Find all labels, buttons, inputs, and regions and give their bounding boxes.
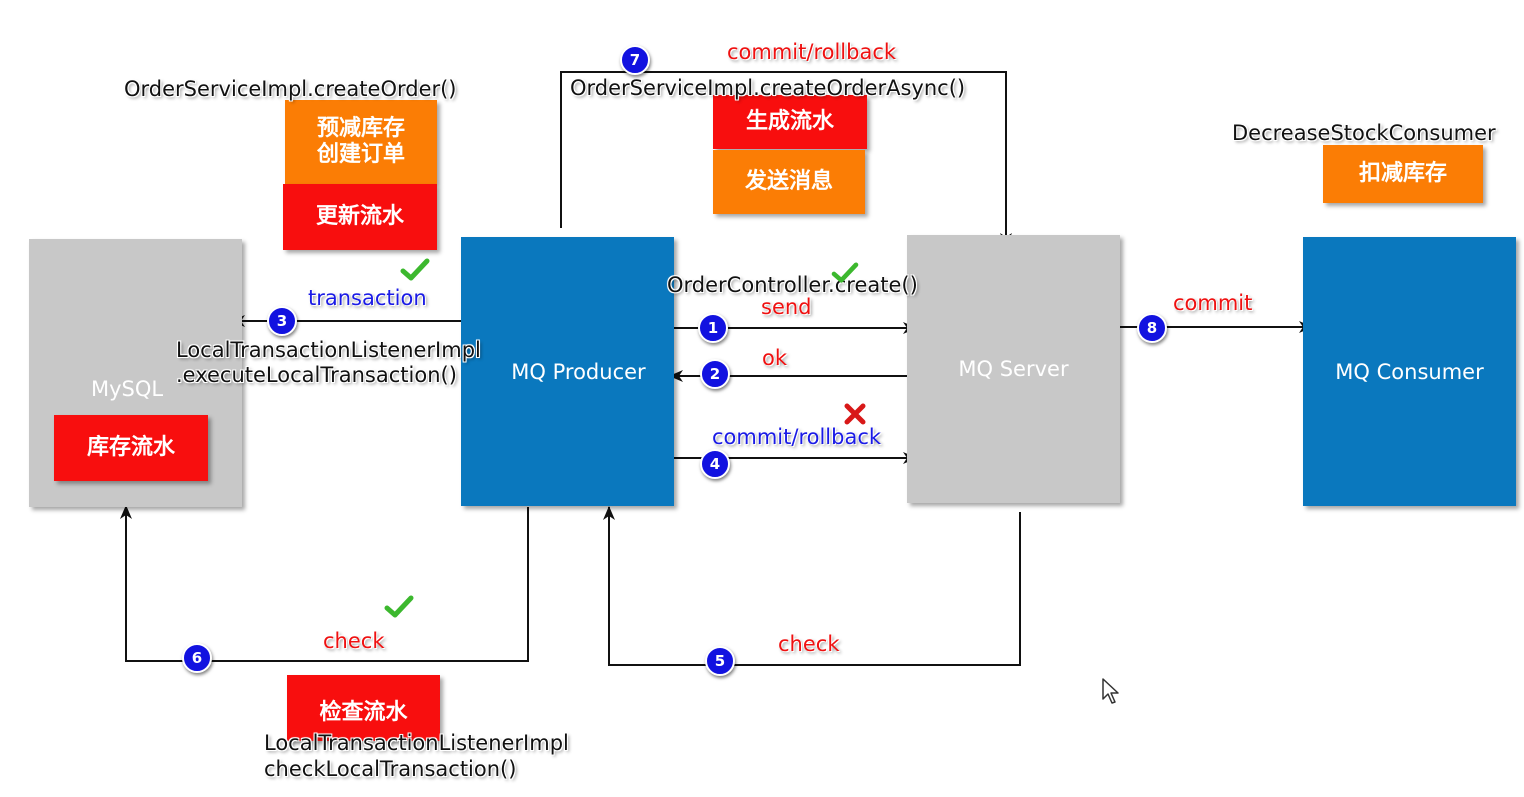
check-mark-icon <box>831 262 859 283</box>
listener-check-line2: checkLocalTransaction() <box>264 757 517 781</box>
edge-check-server-line <box>603 506 1021 666</box>
edge-check-producer-line <box>120 505 529 662</box>
listener-check-line1: LocalTransactionListenerImpl <box>264 731 569 755</box>
check-flow-text: 检查流水 <box>319 700 408 725</box>
step-badge-4: 4 <box>700 449 730 479</box>
mq-consumer-label: MQ Consumer <box>1335 359 1484 384</box>
listener-exec-line1: LocalTransactionListenerImpl <box>176 338 481 362</box>
edge-label-ok: ok <box>762 346 788 370</box>
mysql-label: MySQL <box>91 377 164 401</box>
send-msg-block: 发送消息 <box>713 150 865 214</box>
mouse-cursor-icon <box>1102 678 1119 704</box>
create-order-label: OrderServiceImpl.createOrder() <box>124 77 457 101</box>
edge-top-loop-line <box>560 71 1012 247</box>
mq-server-label: MQ Server <box>958 357 1069 381</box>
edge-label-commit-rollback: commit/rollback <box>712 425 882 449</box>
edge-label-check-server: check <box>778 632 840 656</box>
step-badge-3: 3 <box>267 306 297 336</box>
listener-exec-line2: .executeLocalTransaction() <box>176 363 457 387</box>
step-badge-6: 6 <box>182 643 212 673</box>
mq-consumer-box: MQ Consumer <box>1303 237 1516 506</box>
send-msg-text: 发送消息 <box>744 169 833 194</box>
gen-flow-text: 生成流水 <box>745 109 834 134</box>
gen-flow-block: 生成流水 <box>713 95 867 149</box>
decrease-stock-consumer-label: DecreaseStockConsumer <box>1232 121 1496 145</box>
edge-label-commit: commit <box>1173 291 1253 315</box>
create-order-async-label: OrderServiceImpl.createOrderAsync() <box>570 76 966 100</box>
update-flow-block: 更新流水 <box>283 184 437 250</box>
pre-reduce-text: 预减库存 创建订单 <box>316 116 405 167</box>
step-badge-2: 2 <box>700 359 730 389</box>
mq-producer-label: MQ Producer <box>511 359 646 384</box>
edge-label-transaction: transaction <box>308 286 427 310</box>
check-flow-block: 检查流水 <box>287 675 440 741</box>
reduce-stock-text: 扣减库存 <box>1358 161 1447 186</box>
edge-label-commit-rollback-top: commit/rollback <box>727 40 897 64</box>
order-controller-label: OrderController.create() <box>667 273 918 297</box>
check-mark-icon <box>384 595 414 618</box>
step-badge-7: 7 <box>620 45 650 75</box>
pre-reduce-block: 预减库存 创建订单 <box>285 100 437 184</box>
edge-label-send: send <box>761 295 812 319</box>
mq-server-box: MQ Server <box>907 235 1120 503</box>
update-flow-text: 更新流水 <box>315 204 404 229</box>
stock-flow-block: 库存流水 <box>54 415 208 481</box>
step-badge-8: 8 <box>1137 313 1167 343</box>
stock-flow-text: 库存流水 <box>86 435 175 460</box>
check-mark-icon <box>400 258 430 281</box>
mq-producer-box: MQ Producer <box>461 237 674 506</box>
cross-mark-icon <box>844 403 866 425</box>
step-badge-5: 5 <box>705 646 735 676</box>
step-badge-1: 1 <box>698 313 728 343</box>
reduce-stock-block: 扣减库存 <box>1323 145 1483 203</box>
edge-label-check-producer: check <box>323 629 385 653</box>
